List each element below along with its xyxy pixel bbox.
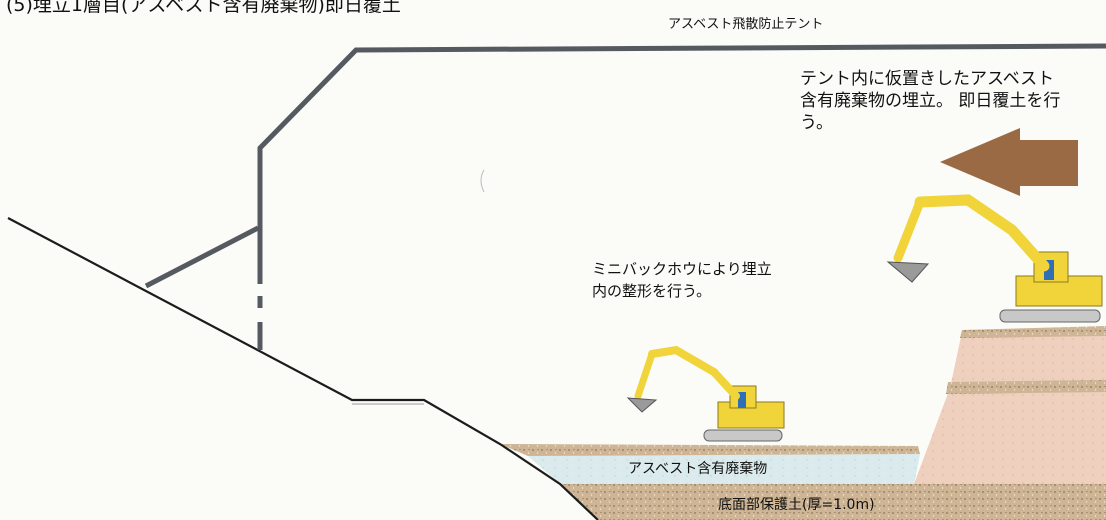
page-heading: (5)埋立1層目(アスベスト含有廃棄物)即日覆土 <box>6 0 401 16</box>
excavator-icon <box>626 345 785 442</box>
mound-right <box>914 326 1106 484</box>
tent-frame <box>257 43 1106 350</box>
excavator-icon <box>886 194 1103 323</box>
ground-line <box>7 217 599 520</box>
waste-layer-label: アスベスト含有廃棄物 <box>628 461 768 477</box>
faint-mark <box>480 169 485 193</box>
note-right: テント内に仮置きしたアスベスト 含有廃棄物の埋立。 即日覆土を行 う。 <box>800 69 1061 133</box>
mound-top-band <box>960 326 1106 338</box>
mound-step-band <box>946 380 1106 394</box>
asbestos-waste-layer <box>528 454 920 484</box>
tent-brace <box>144 225 260 289</box>
tent-label: アスベスト飛散防止テント <box>668 17 824 32</box>
daily-cover-soil-layer <box>500 444 920 456</box>
base-layer-label: 底面部保護土(厚=1.0m) <box>718 497 875 513</box>
base-protection-soil-layer <box>560 484 1106 520</box>
note-mid: ミニバックホウにより埋立 内の整形を行う。 <box>592 260 772 300</box>
left-arrow-icon <box>940 128 1078 196</box>
